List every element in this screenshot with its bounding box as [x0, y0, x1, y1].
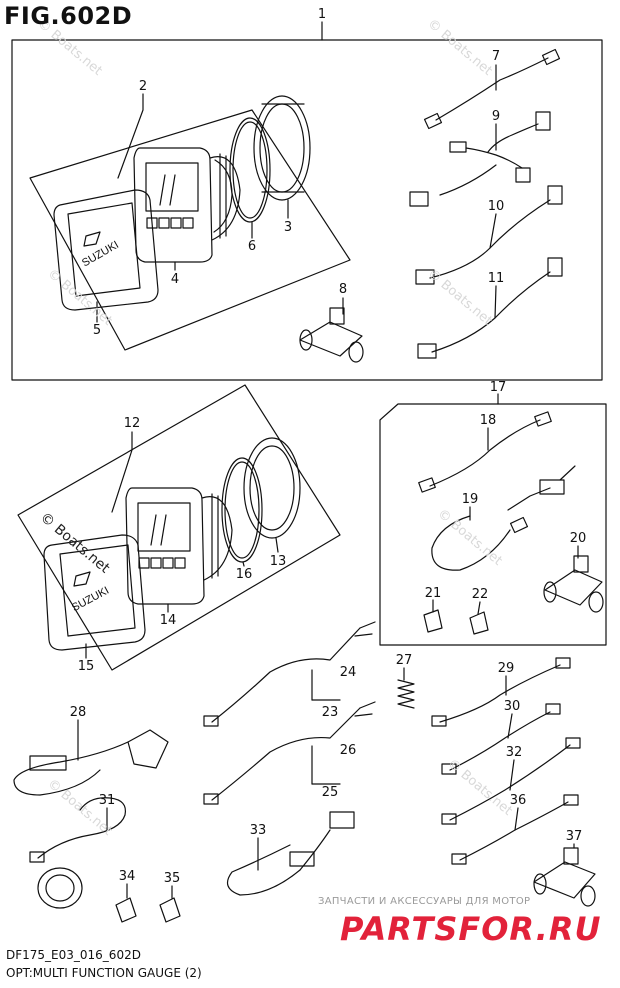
callout-15: 15: [78, 659, 95, 674]
callout-20: 20: [570, 531, 587, 546]
callout-36: 36: [510, 793, 527, 808]
callout-6: 6: [248, 239, 256, 254]
o-ring-6: [229, 117, 271, 223]
nut-13: [243, 437, 301, 539]
callout-25: 25: [322, 785, 339, 800]
callout-5: 5: [93, 323, 101, 338]
callout-34: 34: [119, 869, 136, 884]
callout-23: 23: [322, 705, 339, 720]
bezel-brand-text-lower: SUZUKI: [70, 585, 111, 615]
cable-32: [441, 737, 581, 825]
tee-8: [299, 307, 364, 363]
callout-35: 35: [164, 871, 181, 886]
spring-27: [397, 679, 415, 709]
gauge-4: [133, 147, 241, 263]
cable-30: [441, 703, 561, 775]
callout-11: 11: [488, 271, 505, 286]
kit-1-frame: [11, 39, 603, 381]
callout-30: 30: [504, 699, 521, 714]
cable-33: [226, 811, 355, 896]
o-ring-16: [221, 457, 263, 563]
cable-18: [418, 411, 552, 493]
site-watermark-logo: PARTSFOR.RU: [340, 910, 602, 948]
terminator-34: [115, 897, 137, 923]
callout-31: 31: [99, 793, 116, 808]
callout-29: 29: [498, 661, 515, 676]
callout-19: 19: [462, 492, 479, 507]
callout-28: 28: [70, 705, 87, 720]
callout-12: 12: [124, 416, 141, 431]
o-ring-6-inner: [232, 121, 268, 219]
callout-7: 7: [492, 49, 500, 64]
callout-33: 33: [250, 823, 267, 838]
gauge-12-frame: [17, 384, 341, 671]
callout-8: 8: [339, 282, 347, 297]
terminator-21: [423, 609, 443, 633]
cable-29: [431, 657, 571, 727]
nut-3: [253, 95, 311, 201]
harness-9: [409, 111, 551, 207]
callout-9: 9: [492, 109, 500, 124]
terminator-22: [469, 611, 489, 635]
wire-23: [203, 621, 376, 727]
tee-20: [543, 555, 604, 613]
figure-code: DF175_E03_016_602D: [6, 948, 141, 962]
bezel-brand-text-upper: SUZUKI: [80, 239, 121, 270]
callout-13: 13: [270, 554, 287, 569]
cable-19: [431, 465, 576, 571]
leader-lines: [77, 64, 579, 899]
site-watermark-text: ЗАПЧАСТИ И АКСЕССУАРЫ ДЛЯ МОТОР: [318, 896, 531, 907]
antenna-31: [29, 797, 127, 909]
gauge-2-frame: [29, 109, 351, 351]
kit-17-frame: [379, 403, 607, 646]
callout-16: 16: [236, 567, 253, 582]
callout-37: 37: [566, 829, 583, 844]
callout-22: 22: [472, 587, 489, 602]
callout-14: 14: [160, 613, 177, 628]
callout-1: 1: [318, 7, 326, 22]
gauge-14: [125, 487, 233, 605]
terminator-35: [159, 897, 181, 923]
callout-21: 21: [425, 586, 442, 601]
callout-24: 24: [340, 665, 357, 680]
callout-10: 10: [488, 199, 505, 214]
callout-18: 18: [480, 413, 497, 428]
callout-2: 2: [139, 79, 147, 94]
wire-25: [203, 701, 376, 805]
sensor-28: [13, 729, 169, 796]
figure-caption: OPT:MULTI FUNCTION GAUGE (2): [6, 966, 202, 980]
tee-37: [533, 847, 596, 907]
figure-title: FIG.602D: [4, 2, 133, 30]
callout-26: 26: [340, 743, 357, 758]
callout-27: 27: [396, 653, 413, 668]
callout-4: 4: [171, 272, 179, 287]
callout-17: 17: [490, 380, 507, 395]
callout-32: 32: [506, 745, 523, 760]
o-ring-16-inner: [224, 461, 260, 559]
callout-3: 3: [284, 220, 292, 235]
cable-7: [423, 48, 561, 130]
